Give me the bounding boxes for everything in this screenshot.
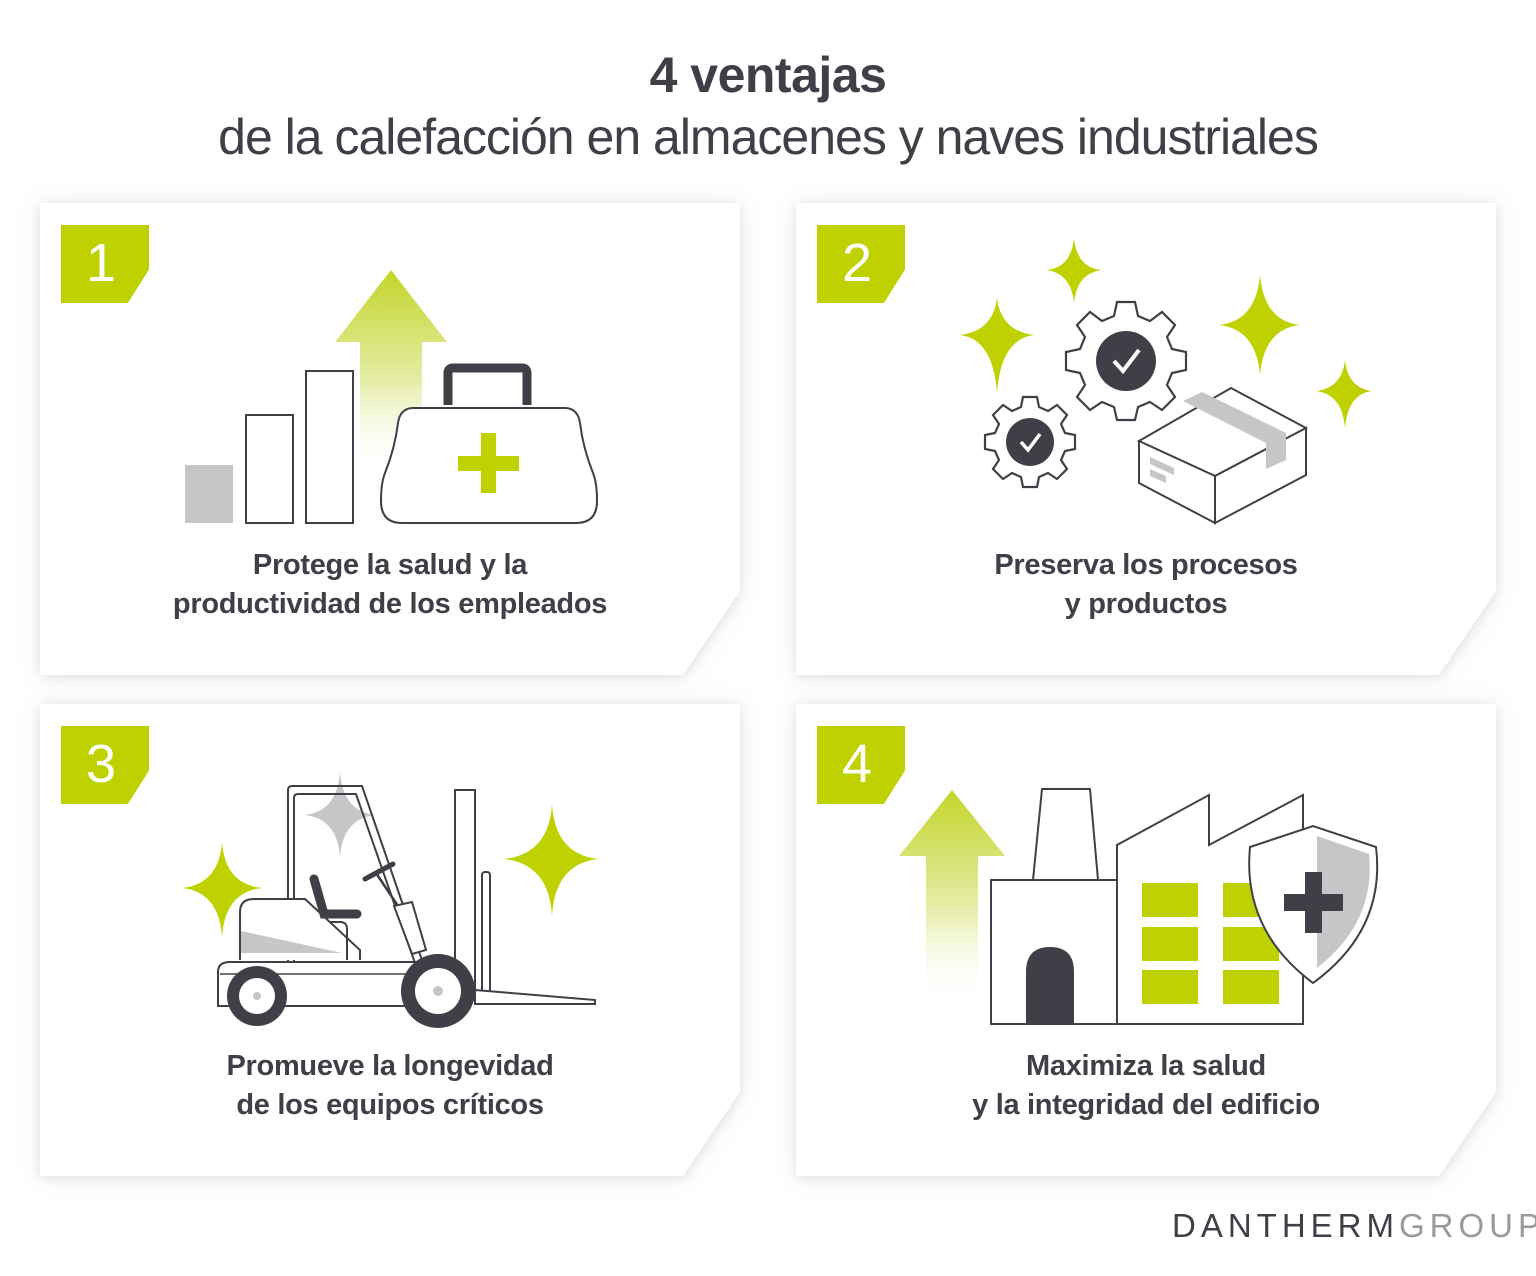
caption-line-1: Preserva los procesos <box>994 549 1298 581</box>
badge-number: 4 <box>841 734 873 794</box>
number-badge: 3 <box>61 726 149 804</box>
card-caption: Protege la salud y la productividad de l… <box>40 546 740 624</box>
gears-box-icon <box>960 238 1372 525</box>
caption-line-1: Promueve la longevidad <box>226 1050 554 1082</box>
caption-line-1: Maximiza la salud <box>1026 1050 1266 1082</box>
number-badge: 4 <box>817 726 905 804</box>
page-title: 4 ventajas <box>649 47 887 103</box>
badge-number: 2 <box>841 233 873 293</box>
caption-line-2: y la integridad del edificio <box>972 1089 1320 1121</box>
caption-line-1: Protege la salud y la <box>252 549 528 581</box>
factory-shield-icon <box>899 788 1379 1025</box>
caption-line-2: de los equipos críticos <box>236 1089 544 1121</box>
logo-group: GROUP <box>1399 1207 1536 1244</box>
card-caption: Maximiza la salud y la integridad del ed… <box>796 1047 1496 1125</box>
caption-line-2: y productos <box>1064 588 1228 620</box>
logo-dantherm: DANTHERM <box>1172 1207 1399 1244</box>
number-badge: 2 <box>817 225 905 303</box>
advantage-card-2: 2 Preserva los procesos y productos <box>796 203 1496 675</box>
card-caption: Promueve la longevidad de los equipos cr… <box>40 1047 740 1125</box>
forklift-icon <box>182 772 598 1028</box>
card-background <box>40 704 740 1176</box>
caption-line-2: productividad de los empleados <box>172 588 608 620</box>
advantage-card-3: 3 Promueve la longevidad de <box>40 704 740 1176</box>
number-badge: 1 <box>61 225 149 303</box>
advantage-card-1: 1 Protege la salud y la productividad de… <box>40 203 740 675</box>
badge-number: 3 <box>85 734 117 794</box>
dantherm-logo: DANTHERMGROUP <box>1172 1208 1536 1244</box>
card-caption: Preserva los procesos y productos <box>796 546 1496 624</box>
advantage-card-4: 4 Maximiza la salud y la integridad d <box>796 704 1496 1176</box>
productivity-health-icon <box>185 270 599 524</box>
page-subtitle: de la calefacción en almacenes y naves i… <box>218 109 1319 165</box>
badge-number: 1 <box>85 233 117 293</box>
